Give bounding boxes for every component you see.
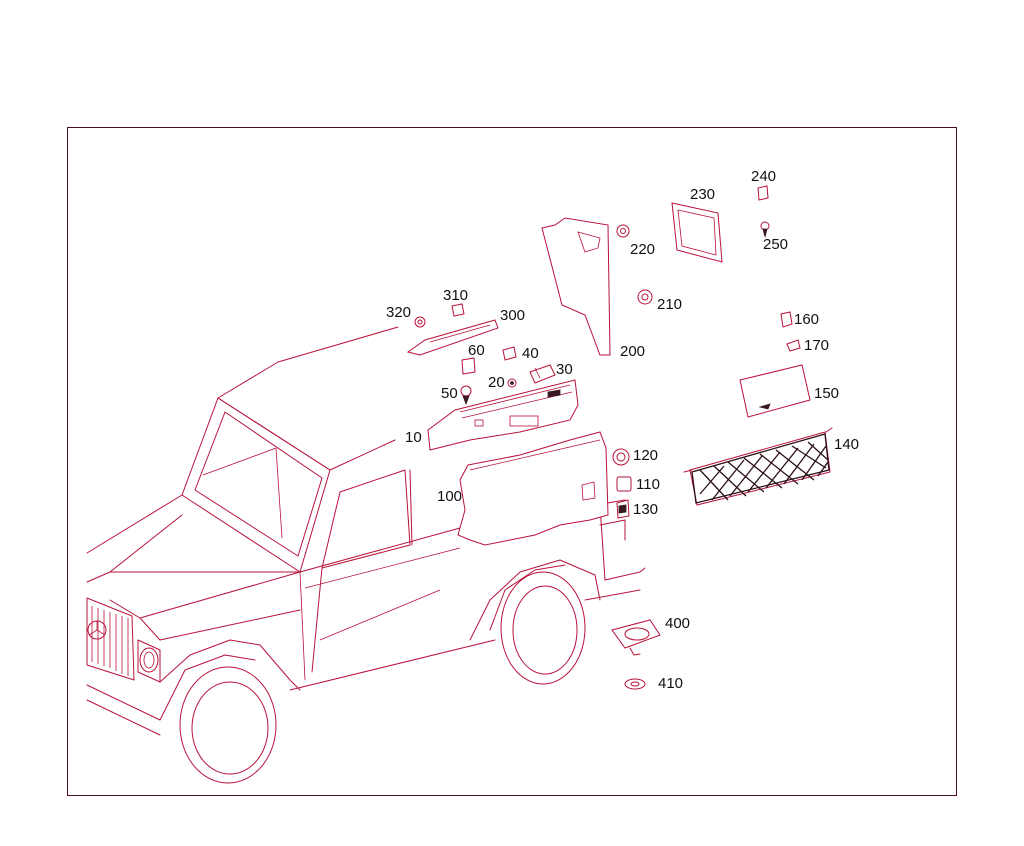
part-100-side-panel[interactable] [457, 431, 609, 546]
callout-250: 250 [763, 236, 788, 253]
part-60-cover[interactable] [461, 357, 476, 375]
callout-150: 150 [814, 385, 839, 402]
part-40-clip[interactable] [502, 346, 517, 361]
callout-170: 170 [804, 337, 829, 354]
callout-160: 160 [794, 311, 819, 328]
part-300-upper-trim[interactable] [406, 319, 499, 356]
part-310-clip[interactable] [451, 303, 465, 317]
callout-140: 140 [834, 436, 859, 453]
callout-210: 210 [657, 296, 682, 313]
callout-400: 400 [665, 615, 690, 632]
part-240-clip[interactable] [757, 185, 769, 201]
callout-120: 120 [633, 447, 658, 464]
part-400-lashing-eye[interactable] [611, 619, 661, 656]
callout-240: 240 [751, 168, 776, 185]
callout-310: 310 [443, 287, 468, 304]
callout-320: 320 [386, 304, 411, 321]
callout-130: 130 [633, 501, 658, 518]
callout-230: 230 [690, 186, 715, 203]
part-110-cover[interactable] [616, 476, 632, 492]
callout-50: 50 [441, 385, 458, 402]
part-220-grommet[interactable] [616, 224, 630, 238]
part-210-grommet[interactable] [637, 289, 653, 305]
part-410-washer[interactable] [624, 678, 646, 690]
callout-220: 220 [630, 241, 655, 258]
part-170-clip[interactable] [786, 339, 801, 352]
part-140-cargo-net[interactable] [683, 427, 833, 506]
part-150-cover-panel[interactable] [739, 364, 811, 418]
callout-100: 100 [437, 488, 462, 505]
part-50-screw[interactable] [460, 385, 472, 406]
part-160-clip[interactable] [780, 311, 793, 328]
part-120-grommet[interactable] [612, 448, 630, 466]
callout-410: 410 [658, 675, 683, 692]
callout-110: 110 [636, 476, 660, 493]
callout-20: 20 [488, 374, 505, 391]
callout-40: 40 [522, 345, 539, 362]
diagram-frame [67, 127, 957, 796]
part-130-fastener[interactable] [616, 499, 630, 519]
part-10-trim-strip[interactable] [427, 379, 579, 451]
callout-10: 10 [405, 429, 422, 446]
part-320-grommet[interactable] [414, 316, 426, 328]
callout-labels: 10 20 30 40 50 60 100 110 120 130 140 15… [386, 168, 859, 692]
part-230-frame[interactable] [671, 202, 723, 263]
part-200-upper-panel[interactable] [541, 217, 611, 356]
callout-30: 30 [556, 361, 573, 378]
vehicle-outline [86, 326, 646, 784]
part-30-bracket[interactable] [529, 364, 556, 384]
callout-200: 200 [620, 343, 645, 360]
part-250-screw[interactable] [760, 221, 770, 238]
callout-300: 300 [500, 307, 525, 324]
part-20-clip[interactable] [507, 378, 517, 388]
callout-60: 60 [468, 342, 485, 359]
